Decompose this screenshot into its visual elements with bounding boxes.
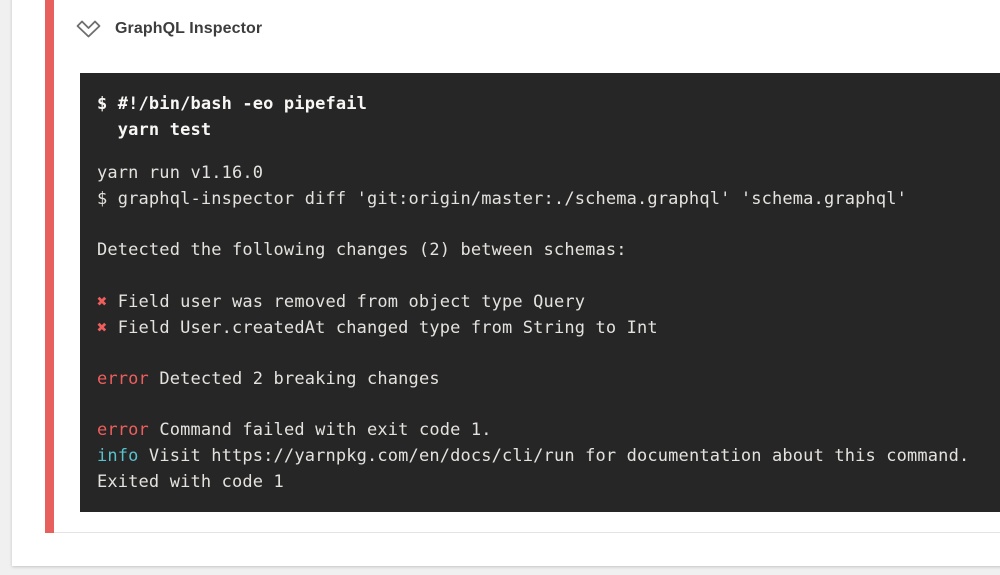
terminal-text-segment: yarn run v1.16.0 <box>97 163 264 183</box>
terminal-blank-line <box>97 263 1000 289</box>
terminal-text-segment: ✖ <box>97 292 108 312</box>
terminal-line: error Detected 2 breaking changes <box>97 366 1000 392</box>
terminal-text-segment: Field user was removed from object type … <box>107 292 586 312</box>
terminal-text-segment: Detected 2 breaking changes <box>148 369 440 389</box>
terminal-text-segment: Exited with code 1 <box>97 472 284 492</box>
terminal-line: Exited with code 1 <box>97 469 1000 495</box>
terminal-line: $ #!/bin/bash -eo pipefail <box>97 91 1000 117</box>
terminal-text-segment: ✖ <box>97 318 108 338</box>
terminal-blank-line <box>97 341 1000 366</box>
terminal-blank-line <box>97 143 1000 160</box>
step-card: GraphQL Inspector $ #!/bin/bash -eo pipe… <box>45 0 1000 533</box>
collapse-chevron-icon[interactable] <box>75 18 102 40</box>
terminal-line: $ graphql-inspector diff 'git:origin/mas… <box>97 186 1000 212</box>
terminal-blank-line <box>97 212 1000 237</box>
terminal-text-segment: Field User.createdAt changed type from S… <box>107 318 658 338</box>
terminal-line: ✖ Field user was removed from object typ… <box>97 289 1000 315</box>
terminal-output: $ #!/bin/bash -eo pipefail yarn test yarn… <box>80 73 1000 512</box>
terminal-line: ✖ Field User.createdAt changed type from… <box>97 315 1000 341</box>
job-output-container: GraphQL Inspector $ #!/bin/bash -eo pipe… <box>12 0 1000 566</box>
terminal-text-segment: Command failed with exit code 1. <box>148 420 492 440</box>
terminal-line: yarn run v1.16.0 <box>97 160 1000 186</box>
terminal-text-segment: $ #!/bin/bash -eo pipefail <box>97 94 368 114</box>
step-header[interactable]: GraphQL Inspector <box>75 18 262 40</box>
terminal-line: Detected the following changes (2) betwe… <box>97 237 1000 263</box>
terminal-text-segment: Visit https://yarnpkg.com/en/docs/cli/ru… <box>138 446 970 466</box>
terminal-text-segment: error <box>97 369 149 389</box>
terminal-blank-line <box>97 392 1000 417</box>
terminal-text-segment: Detected the following changes (2) betwe… <box>97 240 627 260</box>
terminal-text-segment: yarn test <box>97 120 212 140</box>
terminal-line: yarn test <box>97 117 1000 143</box>
terminal-text-segment: info <box>97 446 139 466</box>
terminal-text-segment: $ graphql-inspector diff 'git:origin/mas… <box>97 189 908 209</box>
terminal-line: info Visit https://yarnpkg.com/en/docs/c… <box>97 443 1000 469</box>
step-failure-stripe <box>45 0 54 533</box>
terminal-line: error Command failed with exit code 1. <box>97 417 1000 443</box>
terminal-text-segment: error <box>97 420 149 440</box>
step-title: GraphQL Inspector <box>115 20 263 37</box>
